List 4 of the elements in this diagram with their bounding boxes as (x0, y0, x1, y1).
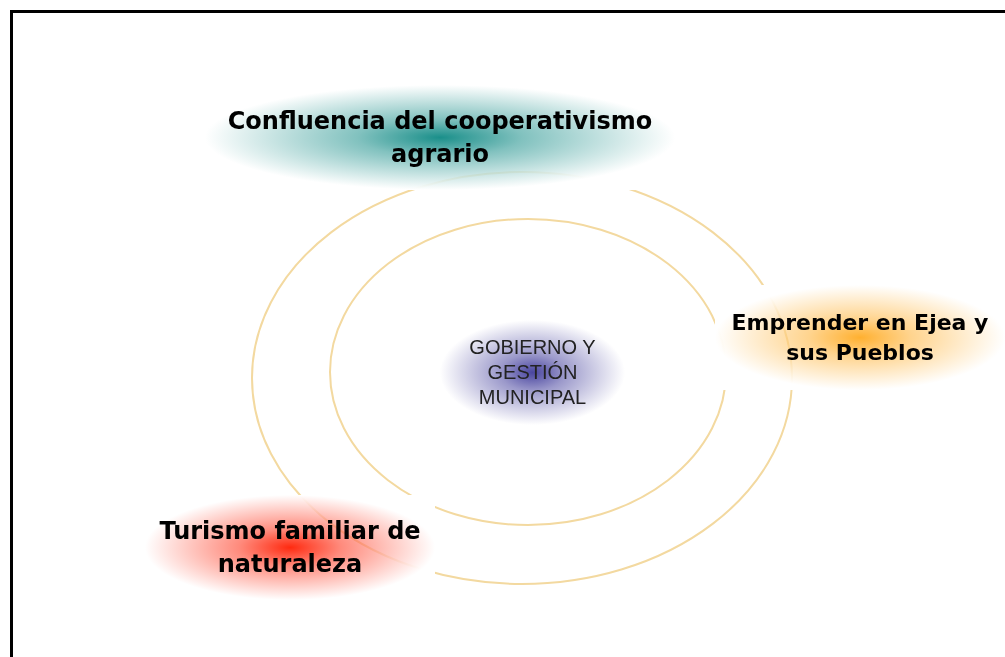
node-label: GOBIERNO Y GESTIÓN MUNICIPAL (468, 335, 597, 410)
node-label: Confluencia del cooperativismo agrario (226, 106, 654, 170)
node-label: Emprender en Ejea y sus Pueblos (730, 308, 990, 367)
node-label: Turismo familiar de naturaleza (158, 516, 422, 580)
